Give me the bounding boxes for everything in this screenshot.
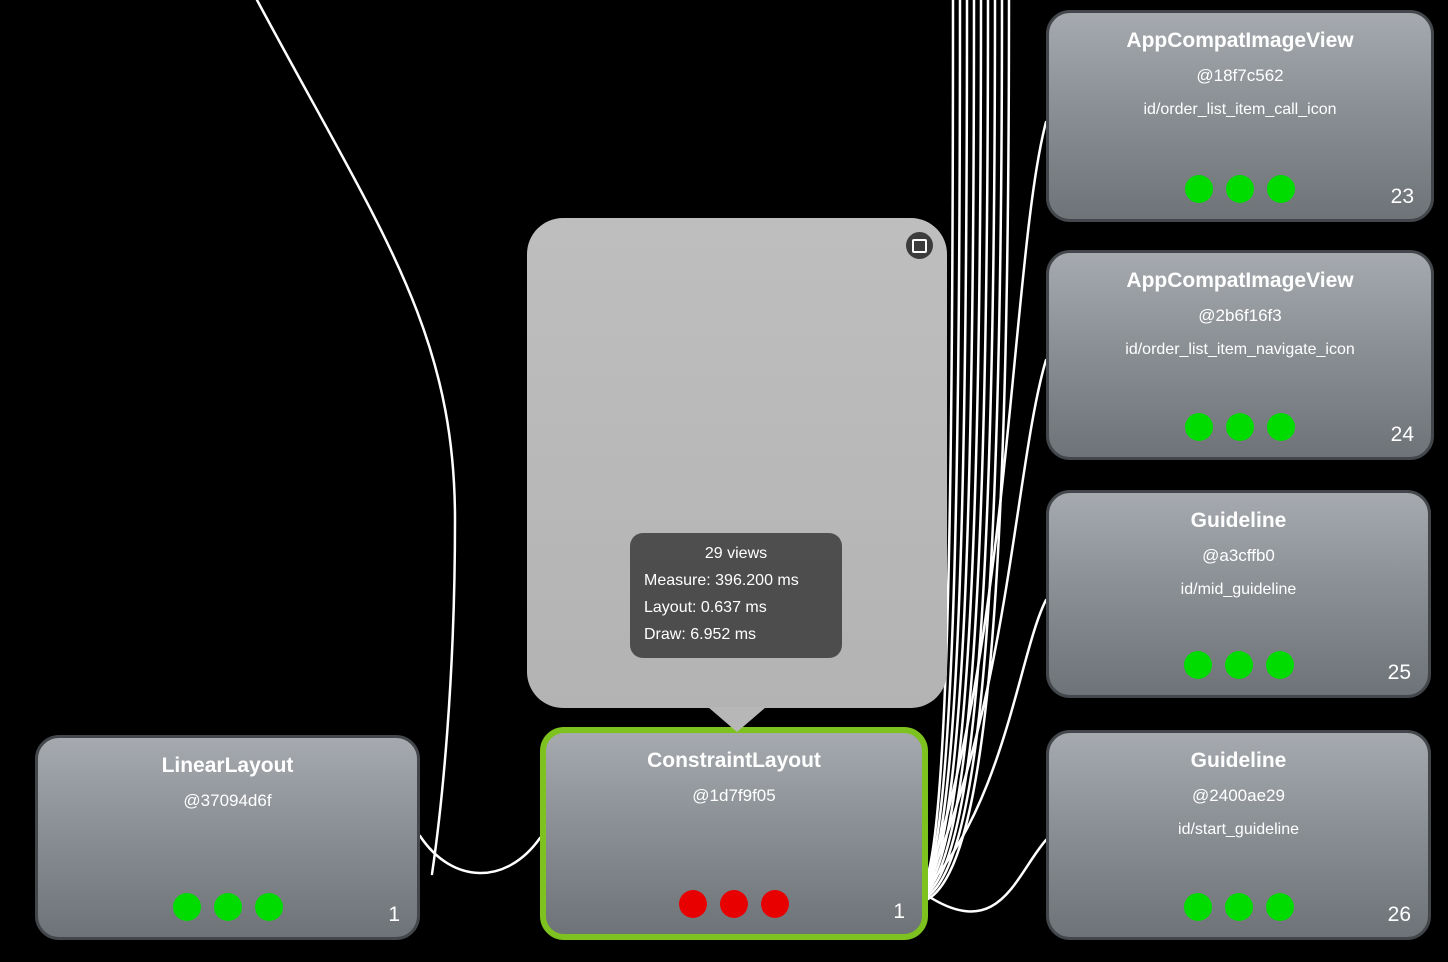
layout-dot — [1224, 651, 1253, 679]
layout-dot — [1226, 413, 1254, 441]
perf-dots — [38, 893, 417, 921]
node-title: AppCompatImageView — [1126, 29, 1354, 52]
node-constraintlayout[interactable]: ConstraintLayout @1d7f9f05 1 — [540, 727, 928, 940]
child-count: 24 — [1390, 423, 1414, 446]
edge — [926, 0, 962, 880]
child-count: 1 — [388, 903, 400, 926]
edge — [926, 0, 983, 889]
node-address: @18f7c562 — [1196, 66, 1284, 85]
node-view-id: id/order_list_item_call_icon — [1143, 101, 1337, 118]
node-appcompatimageview-navigate[interactable]: AppCompatImageView @2b6f16f3 id/order_li… — [1046, 250, 1434, 460]
child-count: 25 — [1387, 661, 1411, 684]
node-title: Guideline — [1190, 509, 1287, 532]
node-address: @2400ae29 — [1192, 786, 1285, 805]
layout-dot — [213, 893, 242, 921]
draw-dot — [254, 893, 283, 921]
views-count: 29 views — [704, 545, 768, 562]
draw-time: Draw: 6.952 ms — [644, 626, 757, 643]
edge — [926, 0, 976, 886]
measure-dot — [1185, 175, 1213, 203]
node-title: ConstraintLayout — [647, 749, 821, 772]
measure-dot — [679, 890, 707, 918]
node-title: Guideline — [1190, 749, 1287, 772]
edge — [926, 0, 1011, 901]
node-view-id: id/start_guideline — [1178, 821, 1299, 838]
measure-dot — [172, 893, 201, 921]
draw-dot — [1265, 893, 1294, 921]
window-restore-icon[interactable] — [906, 232, 933, 259]
child-count: 26 — [1387, 903, 1411, 926]
preview-pointer — [708, 707, 766, 732]
edge — [926, 838, 1048, 913]
draw-dot — [761, 890, 789, 918]
node-view-id: id/order_list_item_navigate_icon — [1125, 341, 1355, 358]
perf-dots — [1049, 413, 1431, 441]
node-appcompatimageview-call[interactable]: AppCompatImageView @18f7c562 id/order_li… — [1046, 10, 1434, 222]
draw-dot — [1267, 175, 1295, 203]
child-count: 23 — [1390, 185, 1414, 208]
layout-dot — [1226, 175, 1254, 203]
edge — [255, 0, 457, 876]
perf-dots — [546, 890, 922, 918]
perf-dots — [1049, 175, 1431, 203]
node-address: @a3cffb0 — [1202, 546, 1275, 565]
measure-dot — [1183, 893, 1212, 921]
edge — [926, 120, 1048, 880]
node-address: @1d7f9f05 — [692, 786, 776, 805]
node-linearlayout[interactable]: LinearLayout @37094d6f 1 — [35, 735, 420, 940]
node-title: AppCompatImageView — [1126, 269, 1354, 292]
node-view-id: id/mid_guideline — [1180, 581, 1297, 598]
perf-dots — [1049, 651, 1428, 679]
layout-dot — [1224, 893, 1253, 921]
edge — [418, 834, 542, 875]
layout-dot — [720, 890, 748, 918]
measure-time: Measure: 396.200 ms — [644, 572, 799, 589]
edge — [926, 598, 1048, 888]
node-address: @2b6f16f3 — [1198, 306, 1282, 325]
measure-dot — [1183, 651, 1212, 679]
perf-tooltip: 29 views Measure: 396.200 ms Layout: 0.6… — [630, 533, 842, 658]
edge — [926, 0, 997, 895]
layout-time: Layout: 0.637 ms — [644, 599, 767, 616]
node-address: @37094d6f — [183, 791, 272, 810]
draw-dot — [1265, 651, 1294, 679]
edge — [926, 0, 990, 892]
child-count: 1 — [893, 900, 905, 923]
perf-dots — [1049, 893, 1428, 921]
node-title: LinearLayout — [161, 754, 294, 777]
node-guideline-start[interactable]: Guideline @2400ae29 id/start_guideline 2… — [1046, 730, 1431, 940]
edge — [926, 0, 955, 876]
measure-dot — [1185, 413, 1213, 441]
edge — [926, 358, 1048, 884]
draw-dot — [1267, 413, 1295, 441]
edge — [926, 0, 1004, 898]
node-guideline-mid[interactable]: Guideline @a3cffb0 id/mid_guideline 25 — [1046, 490, 1431, 698]
